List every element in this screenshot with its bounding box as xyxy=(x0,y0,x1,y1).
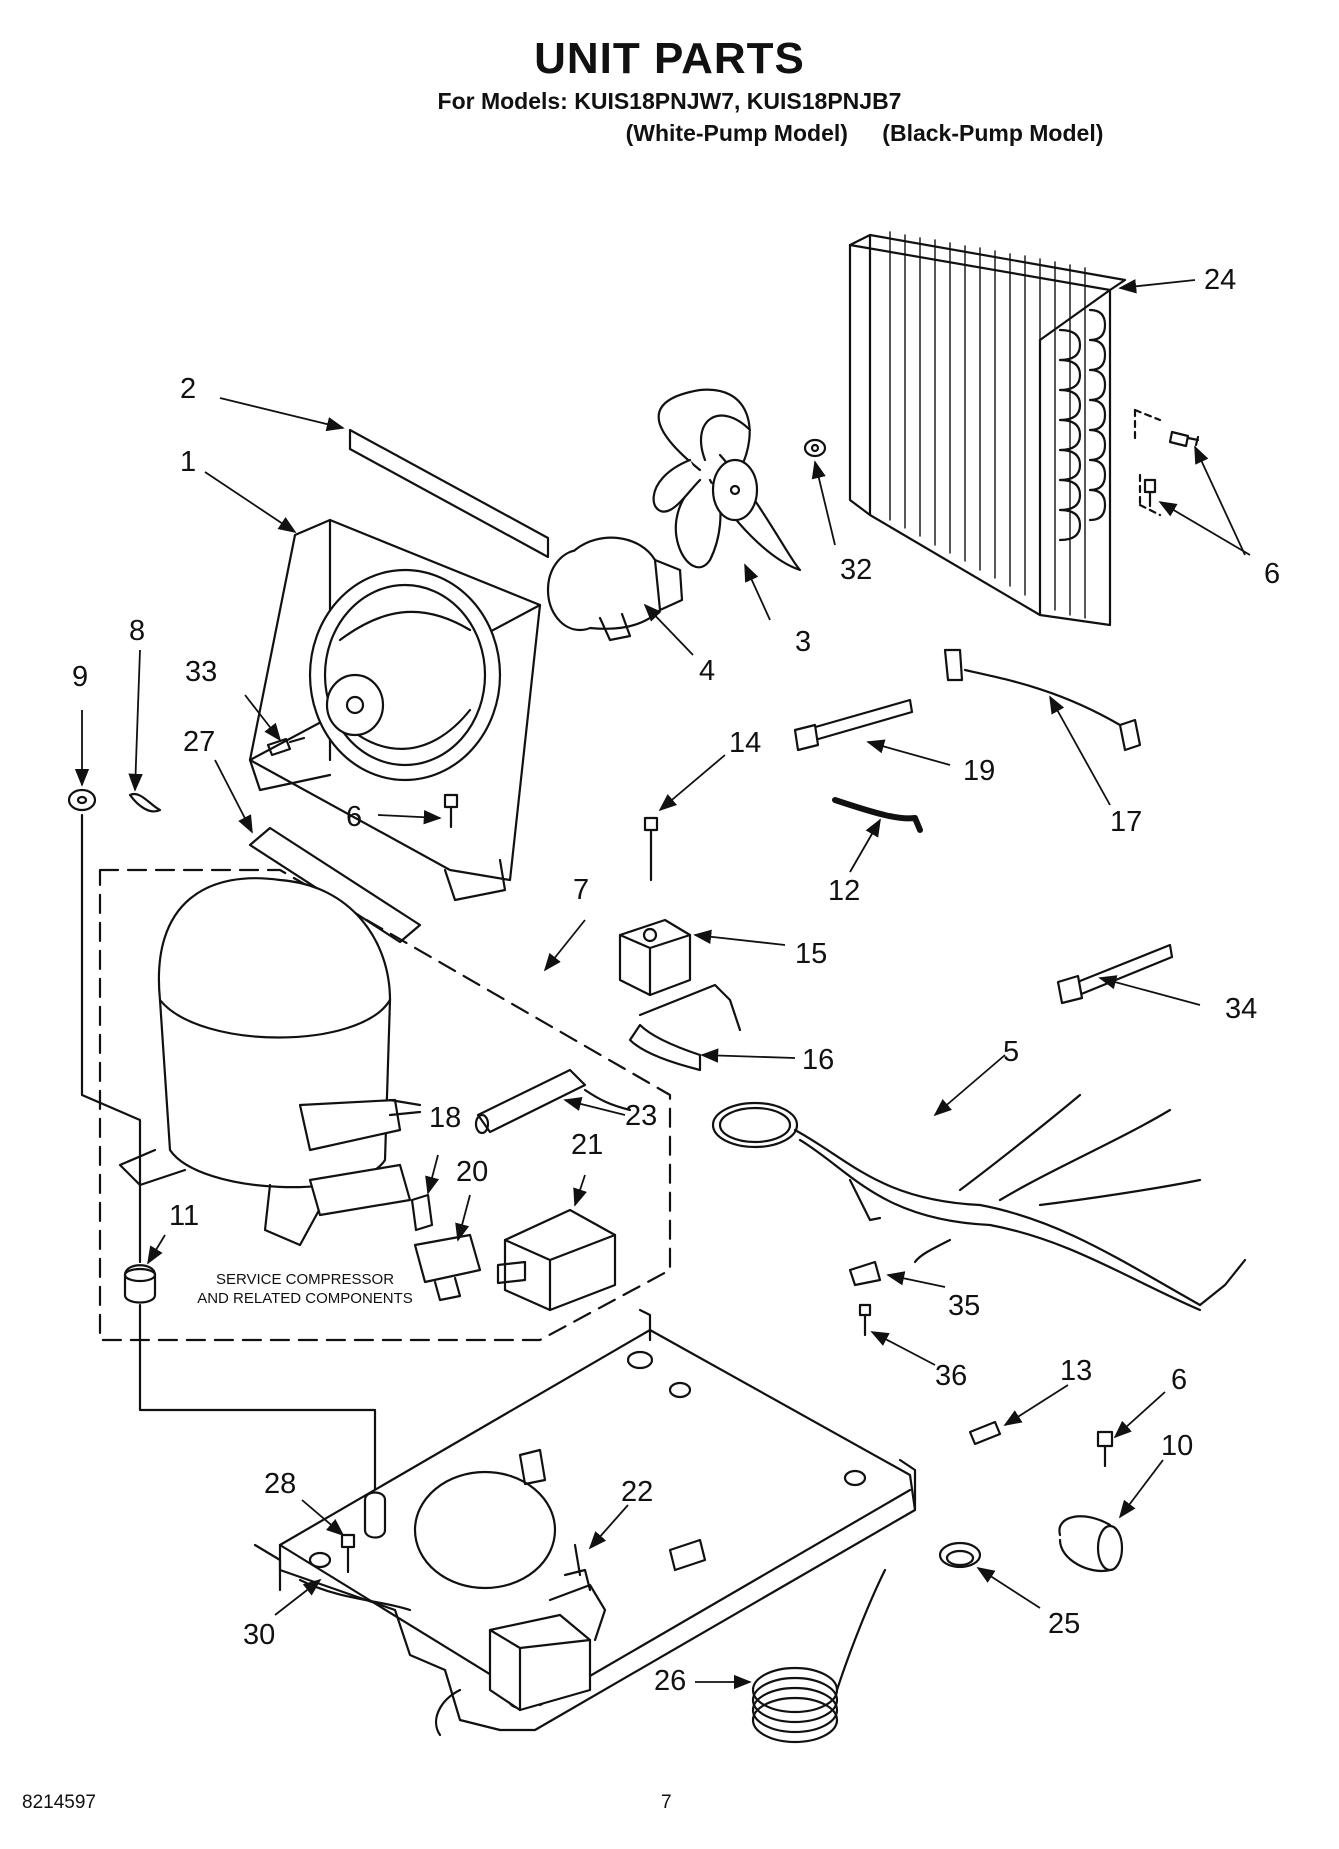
overload-cover-21-illustration xyxy=(503,1208,617,1312)
callout-20: 20 xyxy=(456,1156,489,1188)
callout-25: 25 xyxy=(1048,1608,1081,1640)
callout-1: 1 xyxy=(180,446,197,478)
callout-22: 22 xyxy=(621,1476,654,1508)
callout-4: 4 xyxy=(699,655,716,687)
callout-15: 15 xyxy=(795,938,828,970)
callout-2: 2 xyxy=(180,373,197,405)
black-pump-variant: (Black-Pump Model) xyxy=(882,120,1104,146)
cable-tie-19-illustration xyxy=(803,698,914,744)
screw-28-illustration xyxy=(340,1533,356,1574)
callout-leaders xyxy=(74,279,1251,1690)
drain-tube-26-illustration xyxy=(751,1568,887,1744)
callout-8: 8 xyxy=(129,615,146,647)
document-number: 8214597 xyxy=(22,1792,96,1813)
washer-illustration xyxy=(803,438,827,458)
callout-6-clamp: 6 xyxy=(1171,1364,1188,1396)
clip-8-illustration xyxy=(128,792,162,813)
callout-27: 27 xyxy=(183,726,216,758)
gasket-strip-illustration xyxy=(348,428,550,559)
solenoid-15-illustration xyxy=(618,918,692,997)
callout-11: 11 xyxy=(169,1200,200,1232)
callout-12: 12 xyxy=(828,875,861,907)
screw-13-illustration xyxy=(968,1420,1002,1446)
relay-18-illustration xyxy=(410,1193,434,1232)
callout-10: 10 xyxy=(1161,1430,1194,1462)
models-line: For Models: KUIS18PNJW7, KUIS18PNJB7 xyxy=(437,88,902,114)
service-note-line1: SERVICE COMPRESSOR xyxy=(215,1271,395,1288)
fan-motor-illustration xyxy=(546,536,684,642)
callout-33: 33 xyxy=(185,656,218,688)
callout-13: 13 xyxy=(1060,1355,1093,1387)
screw-36-illustration xyxy=(858,1303,872,1337)
fan-blade-illustration xyxy=(652,388,802,572)
callout-16: 16 xyxy=(802,1044,835,1076)
relay-20-illustration xyxy=(413,1233,482,1284)
callout-17: 17 xyxy=(1110,806,1143,838)
drier-23-illustration xyxy=(476,1068,587,1134)
callout-6-shroud: 6 xyxy=(346,801,363,833)
callout-24: 24 xyxy=(1204,264,1237,296)
model-variants: (White-Pump Model) (Black-Pump Model) xyxy=(195,120,1339,147)
callout-30: 30 xyxy=(243,1619,276,1651)
callout-5: 5 xyxy=(1003,1036,1020,1068)
callout-28: 28 xyxy=(264,1468,297,1500)
page-title: UNIT PARTS xyxy=(534,34,805,83)
callout-21: 21 xyxy=(571,1129,604,1161)
page-number: 7 xyxy=(661,1792,672,1813)
bracket-16-illustration xyxy=(628,983,742,1072)
fan-shroud-illustration xyxy=(248,518,542,902)
callout-36: 36 xyxy=(935,1360,968,1392)
hose-clamp-25-illustration xyxy=(938,1541,982,1569)
callout-32: 32 xyxy=(840,554,873,586)
water-pump-22-illustration xyxy=(488,1543,607,1712)
callout-19: 19 xyxy=(963,755,996,787)
cable-tie-34-illustration xyxy=(1068,943,1174,999)
grommet-11-illustration xyxy=(123,1264,157,1304)
callout-35: 35 xyxy=(948,1290,981,1322)
service-box-outline xyxy=(98,868,672,1342)
callout-14: 14 xyxy=(729,727,762,759)
callout-34: 34 xyxy=(1225,993,1258,1025)
callout-18: 18 xyxy=(429,1102,462,1134)
callout-23: 23 xyxy=(625,1100,658,1132)
condenser-illustration xyxy=(848,231,1162,627)
callout-9: 9 xyxy=(72,661,89,693)
wire-harness-5-illustration xyxy=(711,1093,1247,1312)
callout-6-condenser: 6 xyxy=(1264,558,1281,590)
hose-12-illustration xyxy=(832,797,923,833)
white-pump-variant: (White-Pump Model) xyxy=(625,120,848,146)
harness-17-illustration xyxy=(943,648,1122,727)
service-note: SERVICE COMPRESSOR AND RELATED COMPONENT… xyxy=(170,1270,440,1308)
grommet-9-illustration xyxy=(67,788,97,812)
service-note-line2: AND RELATED COMPONENTS xyxy=(197,1290,413,1307)
condenser-screws xyxy=(1143,430,1200,508)
clip-35-illustration xyxy=(848,1260,882,1287)
screw-14-illustration xyxy=(643,816,659,882)
callout-7: 7 xyxy=(573,874,590,906)
screw-6-shroud-illustration xyxy=(443,793,459,829)
callout-26: 26 xyxy=(654,1665,687,1697)
compressor-illustration xyxy=(118,877,422,1247)
callout-3: 3 xyxy=(795,626,812,658)
screw-6-clamp-illustration xyxy=(1096,1430,1114,1468)
